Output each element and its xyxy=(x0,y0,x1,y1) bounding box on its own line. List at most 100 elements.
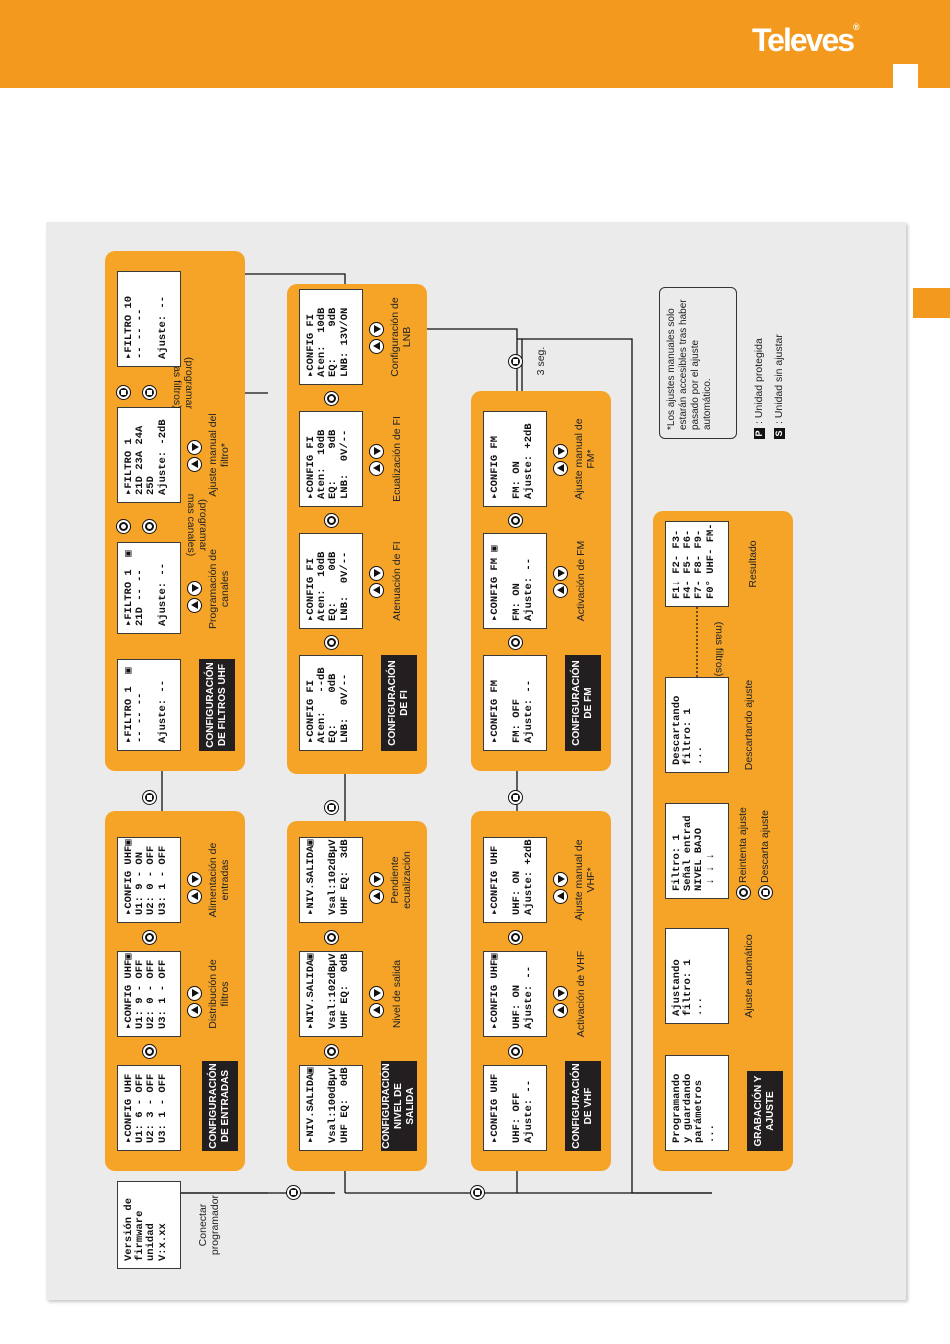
note-ajustes: *Los ajustes manuales solo estarán acces… xyxy=(659,287,737,439)
updown-icon[interactable] xyxy=(553,870,569,904)
updown-icon[interactable] xyxy=(553,564,569,598)
label-ajuste-auto: Ajuste automático xyxy=(743,934,755,1018)
updown-icon[interactable] xyxy=(369,442,385,476)
label-ajuste-vhf: Ajuste manual de VHF* xyxy=(573,839,597,921)
ok-button-icon[interactable] xyxy=(117,520,130,533)
store-button-icon[interactable] xyxy=(325,801,338,814)
ok-button-icon[interactable] xyxy=(143,1045,156,1058)
label-activacion-fm: Activación de FM xyxy=(575,540,587,622)
updown-icon[interactable] xyxy=(187,579,203,613)
lcd-salida-1: ▸NIV.SALIDA▣ Vsal:100dBµV UHF EQ: 0dB xyxy=(299,1065,363,1151)
label-ecualizacion: Ecualización de FI xyxy=(391,416,403,502)
title-fm: CONFIGURACIÓN DE FM xyxy=(565,655,601,751)
lcd-firmware: Versión de firmware unidad V:x.xx xyxy=(117,1181,181,1269)
updown-icon[interactable] xyxy=(187,984,203,1018)
ok-button-icon[interactable] xyxy=(143,931,156,944)
label-alimentacion: Alimentación de entradas xyxy=(207,842,231,918)
title-salida: CONFIGURACIÓN NIVEL DE SALIDA xyxy=(381,1061,417,1151)
lcd-grabacion-2: Ajustando filtro: 1 ... xyxy=(665,928,729,1024)
store-button-icon[interactable] xyxy=(117,386,130,399)
lcd-filtros-10: ▸FILTRO 10 -- -- -- Ajuste: -- xyxy=(117,271,181,367)
store-button-icon[interactable] xyxy=(509,355,522,368)
store-button-icon[interactable] xyxy=(287,1186,300,1199)
label-resultado: Resultado xyxy=(747,540,759,588)
updown-icon[interactable] xyxy=(369,870,385,904)
lcd-grabacion-1: Programando y guardando parámetros ... xyxy=(665,1055,729,1151)
lcd-fm-1: ▸CONFIG FM FM: OFF Ajuste: -- xyxy=(483,655,547,751)
lcd-fi-1: ▸CONFIG FI Aten: --dB EQ: 0dB LNB: 0V/-- xyxy=(299,655,363,751)
label-mas-filtros-2: (mas filtros) xyxy=(713,621,725,677)
label-reintenta: Reintenta ajuste xyxy=(737,807,749,883)
lcd-entradas-2: ▸CONFIG UHF▣ U1: 9 - OFF U2: 0 - OFF U3:… xyxy=(117,951,181,1037)
ok-button-icon[interactable] xyxy=(509,514,522,527)
ok-button-icon[interactable] xyxy=(509,636,522,649)
store-button-icon[interactable] xyxy=(509,791,522,804)
header-notch xyxy=(893,64,918,90)
label-conectar: Conectar programador xyxy=(197,1194,221,1256)
lcd-salida-2: ▸NIV.SALIDA▣ Vsal:102dBµV UHF EQ: 0dB xyxy=(299,951,363,1037)
ok-button-icon[interactable] xyxy=(325,514,338,527)
label-descarta: Descarta ajuste xyxy=(759,810,771,883)
ok-button-icon[interactable] xyxy=(325,636,338,649)
televes-logo: Televes® xyxy=(752,22,860,58)
title-filtros: CONFIGURACIÓN DE FILTROS UHF xyxy=(199,659,235,751)
label-lnb: Configuración de LNB xyxy=(389,297,413,377)
store-button-icon[interactable] xyxy=(471,1186,484,1199)
label-activacion-vhf: Activación de VHF xyxy=(575,950,587,1038)
ok-button-icon[interactable] xyxy=(509,1045,522,1058)
diagram-rotated: Versión de firmware unidad V:x.xx Conect… xyxy=(47,223,905,1299)
label-ajuste-filtro: Ajuste manual del filtro* xyxy=(207,413,231,497)
lcd-vhf-2: ▸CONFIG UHF▣ UHF: ON Ajuste: -- xyxy=(483,951,547,1037)
legend-sin-ajustar: S: Unidad sin ajustar xyxy=(773,334,785,439)
lcd-fi-2: ▸CONFIG FI Aten: 10dB EQ: 0dB LNB: 0V/-- xyxy=(299,533,363,629)
lcd-fi-3: ▸CONFIG FI Aten: 10dB EQ: 9dB LNB: 0V/-- xyxy=(299,411,363,507)
title-vhf: CONFIGURACIÓN DE VHF xyxy=(565,1061,601,1151)
updown-icon[interactable] xyxy=(187,870,203,904)
ok-button-icon[interactable] xyxy=(509,931,522,944)
lcd-salida-3: ▸NIV.SALIDA▣ Vsal:102dBµV UHF EQ: 3dB xyxy=(299,837,363,923)
lcd-vhf-3: ▸CONFIG UHF UHF: ON Ajuste: +2dB xyxy=(483,837,547,923)
lcd-resultado: F1↓ F2- F3- F4- F5- F6- F7- F8- F9- F0° … xyxy=(665,521,729,607)
lcd-fm-2: ▸CONFIG FM ▣ FM: ON Ajuste: -- xyxy=(483,533,547,629)
label-mas-canales: (programar mas canales) xyxy=(185,493,209,557)
ok-button-icon[interactable] xyxy=(737,886,750,899)
updown-icon[interactable] xyxy=(369,984,385,1018)
updown-icon[interactable] xyxy=(369,564,385,598)
store-button-icon[interactable] xyxy=(143,386,156,399)
diagram-panel: Versión de firmware unidad V:x.xx Conect… xyxy=(46,222,906,1300)
label-pendiente: Pendiente ecualización xyxy=(389,851,413,909)
lcd-vhf-1: ▸CONFIG UHF UHF: OFF Ajuste: -- xyxy=(483,1065,547,1151)
label-descartando: Descartando ajuste xyxy=(743,679,755,771)
lcd-fi-4: ▸CONFIG FI Aten: 10dB EQ: 9dB LNB: 13V/O… xyxy=(299,289,363,385)
updown-icon[interactable] xyxy=(553,984,569,1018)
store-button-icon[interactable] xyxy=(143,791,156,804)
ok-button-icon[interactable] xyxy=(143,520,156,533)
ok-button-icon[interactable] xyxy=(325,392,338,405)
label-3seg: 3 seg. xyxy=(535,346,547,376)
label-nivel-salida: Nivel de salida xyxy=(391,959,403,1029)
side-tab xyxy=(913,288,950,318)
title-fi: CONFIGURACIÓN DE FI xyxy=(381,655,417,751)
label-atenuacion: Atenuación de FI xyxy=(391,541,403,621)
title-entradas: CONFIGURACIÓN DE ENTRADAS xyxy=(202,1061,238,1151)
lcd-filtros-2: ▸FILTRO 1 ▣ 21D -- -- Ajuste: -- xyxy=(117,542,181,634)
label-programacion: Programación de canales xyxy=(207,549,231,629)
lcd-entradas-3: ▸CONFIG UHF▣ U1: 9 - ON U2: 0 - OFF U3: … xyxy=(117,837,181,923)
legend-protegida: P: Unidad protegida xyxy=(753,338,765,439)
lcd-filtros-1: ▸FILTRO 1 ▣ -- -- -- Ajuste: -- xyxy=(117,659,181,751)
ok-button-icon[interactable] xyxy=(325,931,338,944)
lcd-entradas-1: ▸CONFIG UHF U1: 6 - OFF U2: 3 - OFF U3: … xyxy=(117,1065,181,1151)
header-bar: Televes® xyxy=(0,0,950,90)
ok-button-icon[interactable] xyxy=(325,1045,338,1058)
updown-icon[interactable] xyxy=(187,438,203,472)
updown-icon[interactable] xyxy=(553,442,569,476)
store-button-icon[interactable] xyxy=(759,886,772,899)
label-ajuste-fm: Ajuste manual de FM* xyxy=(573,418,597,500)
label-distribucion: Distribución de filtros xyxy=(207,959,231,1029)
lcd-grabacion-4: Descartando filtro: 1 ... xyxy=(665,677,729,773)
lcd-filtros-3: ▸FILTRO 1 21D 23A 24A 25D Ajuste: -2dB xyxy=(117,407,181,503)
lcd-grabacion-3: Filtro: 1 Señal entrad NIVEL BAJO ↓ ↓ ↓ xyxy=(665,803,729,899)
lcd-fm-3: ▸CONFIG FM FM: ON Ajuste: +2dB xyxy=(483,411,547,507)
title-grabacion: GRABACIÓN Y AJUSTE xyxy=(747,1071,783,1151)
updown-icon[interactable] xyxy=(369,320,385,354)
